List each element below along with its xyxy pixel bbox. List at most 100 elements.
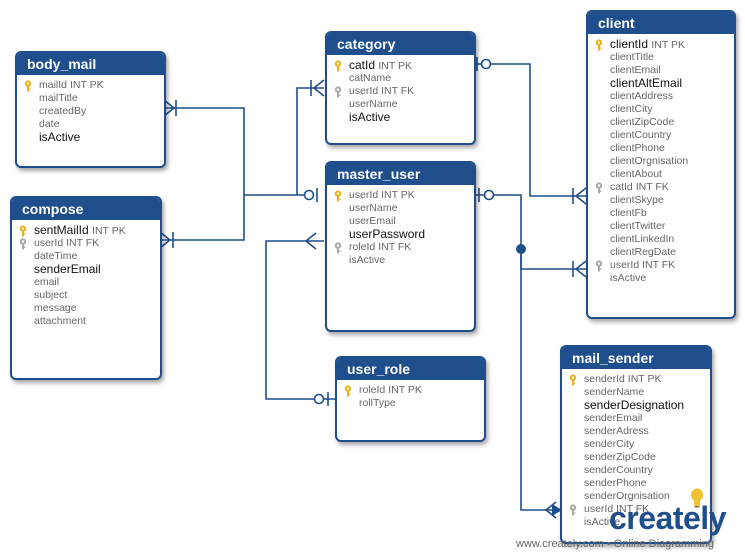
field-type: INT PK	[378, 60, 413, 72]
field-name: userName	[349, 98, 398, 110]
field-row[interactable]: senderAdress	[562, 425, 710, 438]
field-row[interactable]: clientFb	[588, 207, 734, 220]
field-row[interactable]: senderEmail	[12, 263, 160, 276]
field-row[interactable]: clientId INT PK	[588, 38, 734, 51]
creately-logo[interactable]: creately	[609, 500, 726, 536]
field-row[interactable]: isActive	[588, 272, 734, 285]
field-name: clientTwitter	[610, 220, 666, 232]
field-name: roleId	[359, 384, 386, 396]
field-row[interactable]: isActive	[562, 516, 710, 529]
field-row[interactable]: rollType	[337, 397, 484, 410]
field-row[interactable]: clientOrgnisation	[588, 155, 734, 168]
field-row[interactable]: senderOrgnisation	[562, 490, 710, 503]
field-row[interactable]: clientEmail	[588, 64, 734, 77]
field-type: INT FK	[616, 503, 650, 515]
field-row[interactable]: clientPhone	[588, 142, 734, 155]
field-row[interactable]: isActive	[327, 254, 474, 267]
field-row[interactable]: senderCountry	[562, 464, 710, 477]
field-row[interactable]: userId INT FK	[562, 503, 710, 516]
field-row[interactable]: userId INT FK	[12, 237, 160, 250]
field-row[interactable]: clientTwitter	[588, 220, 734, 233]
field-row[interactable]: subject	[12, 289, 160, 302]
field-row[interactable]: clientAddress	[588, 90, 734, 103]
field-row[interactable]: date	[17, 118, 164, 131]
field-row[interactable]: dateTime	[12, 250, 160, 263]
rel-compose-master-user	[160, 195, 245, 241]
field-name: senderEmail	[34, 262, 101, 276]
field-name: isActive	[610, 272, 647, 284]
field-row[interactable]: clientTitle	[588, 51, 734, 64]
field-row[interactable]: userName	[327, 202, 474, 215]
lightbulb-icon	[691, 488, 703, 508]
field-row[interactable]: userId INT FK	[588, 259, 734, 272]
field-name: catId	[349, 58, 376, 72]
field-row[interactable]: catName	[327, 72, 474, 85]
field-row[interactable]: catId INT FK	[588, 181, 734, 194]
field-row[interactable]: senderZipCode	[562, 451, 710, 464]
field-row[interactable]: attachment	[12, 315, 160, 328]
field-row[interactable]: clientAbout	[588, 168, 734, 181]
field-name: senderEmail	[584, 412, 643, 424]
field-row[interactable]: createdBy	[17, 105, 164, 118]
field-name: userId	[610, 259, 640, 271]
field-row[interactable]: senderDesignation	[562, 399, 710, 412]
field-row[interactable]: clientLinkedIn	[588, 233, 734, 246]
footer-text[interactable]: www.creately.com • Online Diagramming	[516, 538, 715, 550]
field-row[interactable]: sentMailId INT PK	[12, 224, 160, 237]
field-row[interactable]: senderCity	[562, 438, 710, 451]
field-row[interactable]: userId INT FK	[327, 85, 474, 98]
field-row[interactable]: isActive	[327, 111, 474, 124]
field-row[interactable]: clientRegDate	[588, 246, 734, 259]
field-name: catId	[610, 181, 633, 193]
field-row[interactable]: userName	[327, 98, 474, 111]
field-row[interactable]: email	[12, 276, 160, 289]
field-type: INT FK	[635, 181, 669, 193]
field-name: rollType	[359, 397, 396, 409]
field-row[interactable]: userId INT PK	[327, 189, 474, 202]
field-row[interactable]: userEmail	[327, 215, 474, 228]
field-type: INT PK	[381, 189, 415, 201]
field-row[interactable]: senderPhone	[562, 477, 710, 490]
field-row[interactable]: catId INT PK	[327, 59, 474, 72]
field-row[interactable]: userPassword	[327, 228, 474, 241]
field-row[interactable]: senderId INT PK	[562, 373, 710, 386]
field-row[interactable]: mailId INT PK	[17, 79, 164, 92]
field-row[interactable]: clientZipCode	[588, 116, 734, 129]
key-icon	[569, 504, 577, 516]
field-row[interactable]: clientCountry	[588, 129, 734, 142]
field-row[interactable]: clientAltEmail	[588, 77, 734, 90]
field-row[interactable]: roleId INT FK	[327, 241, 474, 254]
field-name: isActive	[349, 254, 386, 266]
field-name: senderCountry	[584, 464, 653, 476]
field-row[interactable]: clientSkype	[588, 194, 734, 207]
field-name: sentMailId	[34, 223, 89, 237]
field-row[interactable]: senderName	[562, 386, 710, 399]
entity-title: client	[588, 12, 734, 34]
field-row[interactable]: senderEmail	[562, 412, 710, 425]
field-row[interactable]: clientCity	[588, 103, 734, 116]
field-name: senderName	[584, 386, 645, 398]
field-name: clientLinkedIn	[610, 233, 675, 245]
field-row[interactable]: message	[12, 302, 160, 315]
field-name: senderZipCode	[584, 451, 656, 463]
key-icon	[569, 374, 577, 386]
field-name: senderDesignation	[584, 398, 685, 412]
field-row[interactable]: isActive	[17, 131, 164, 144]
field-row[interactable]: mailTitle	[17, 92, 164, 105]
field-name: clientAltEmail	[610, 76, 683, 90]
entity-title: compose	[12, 198, 160, 220]
field-row[interactable]: roleId INT PK	[337, 384, 484, 397]
entity-title: user_role	[337, 358, 484, 380]
